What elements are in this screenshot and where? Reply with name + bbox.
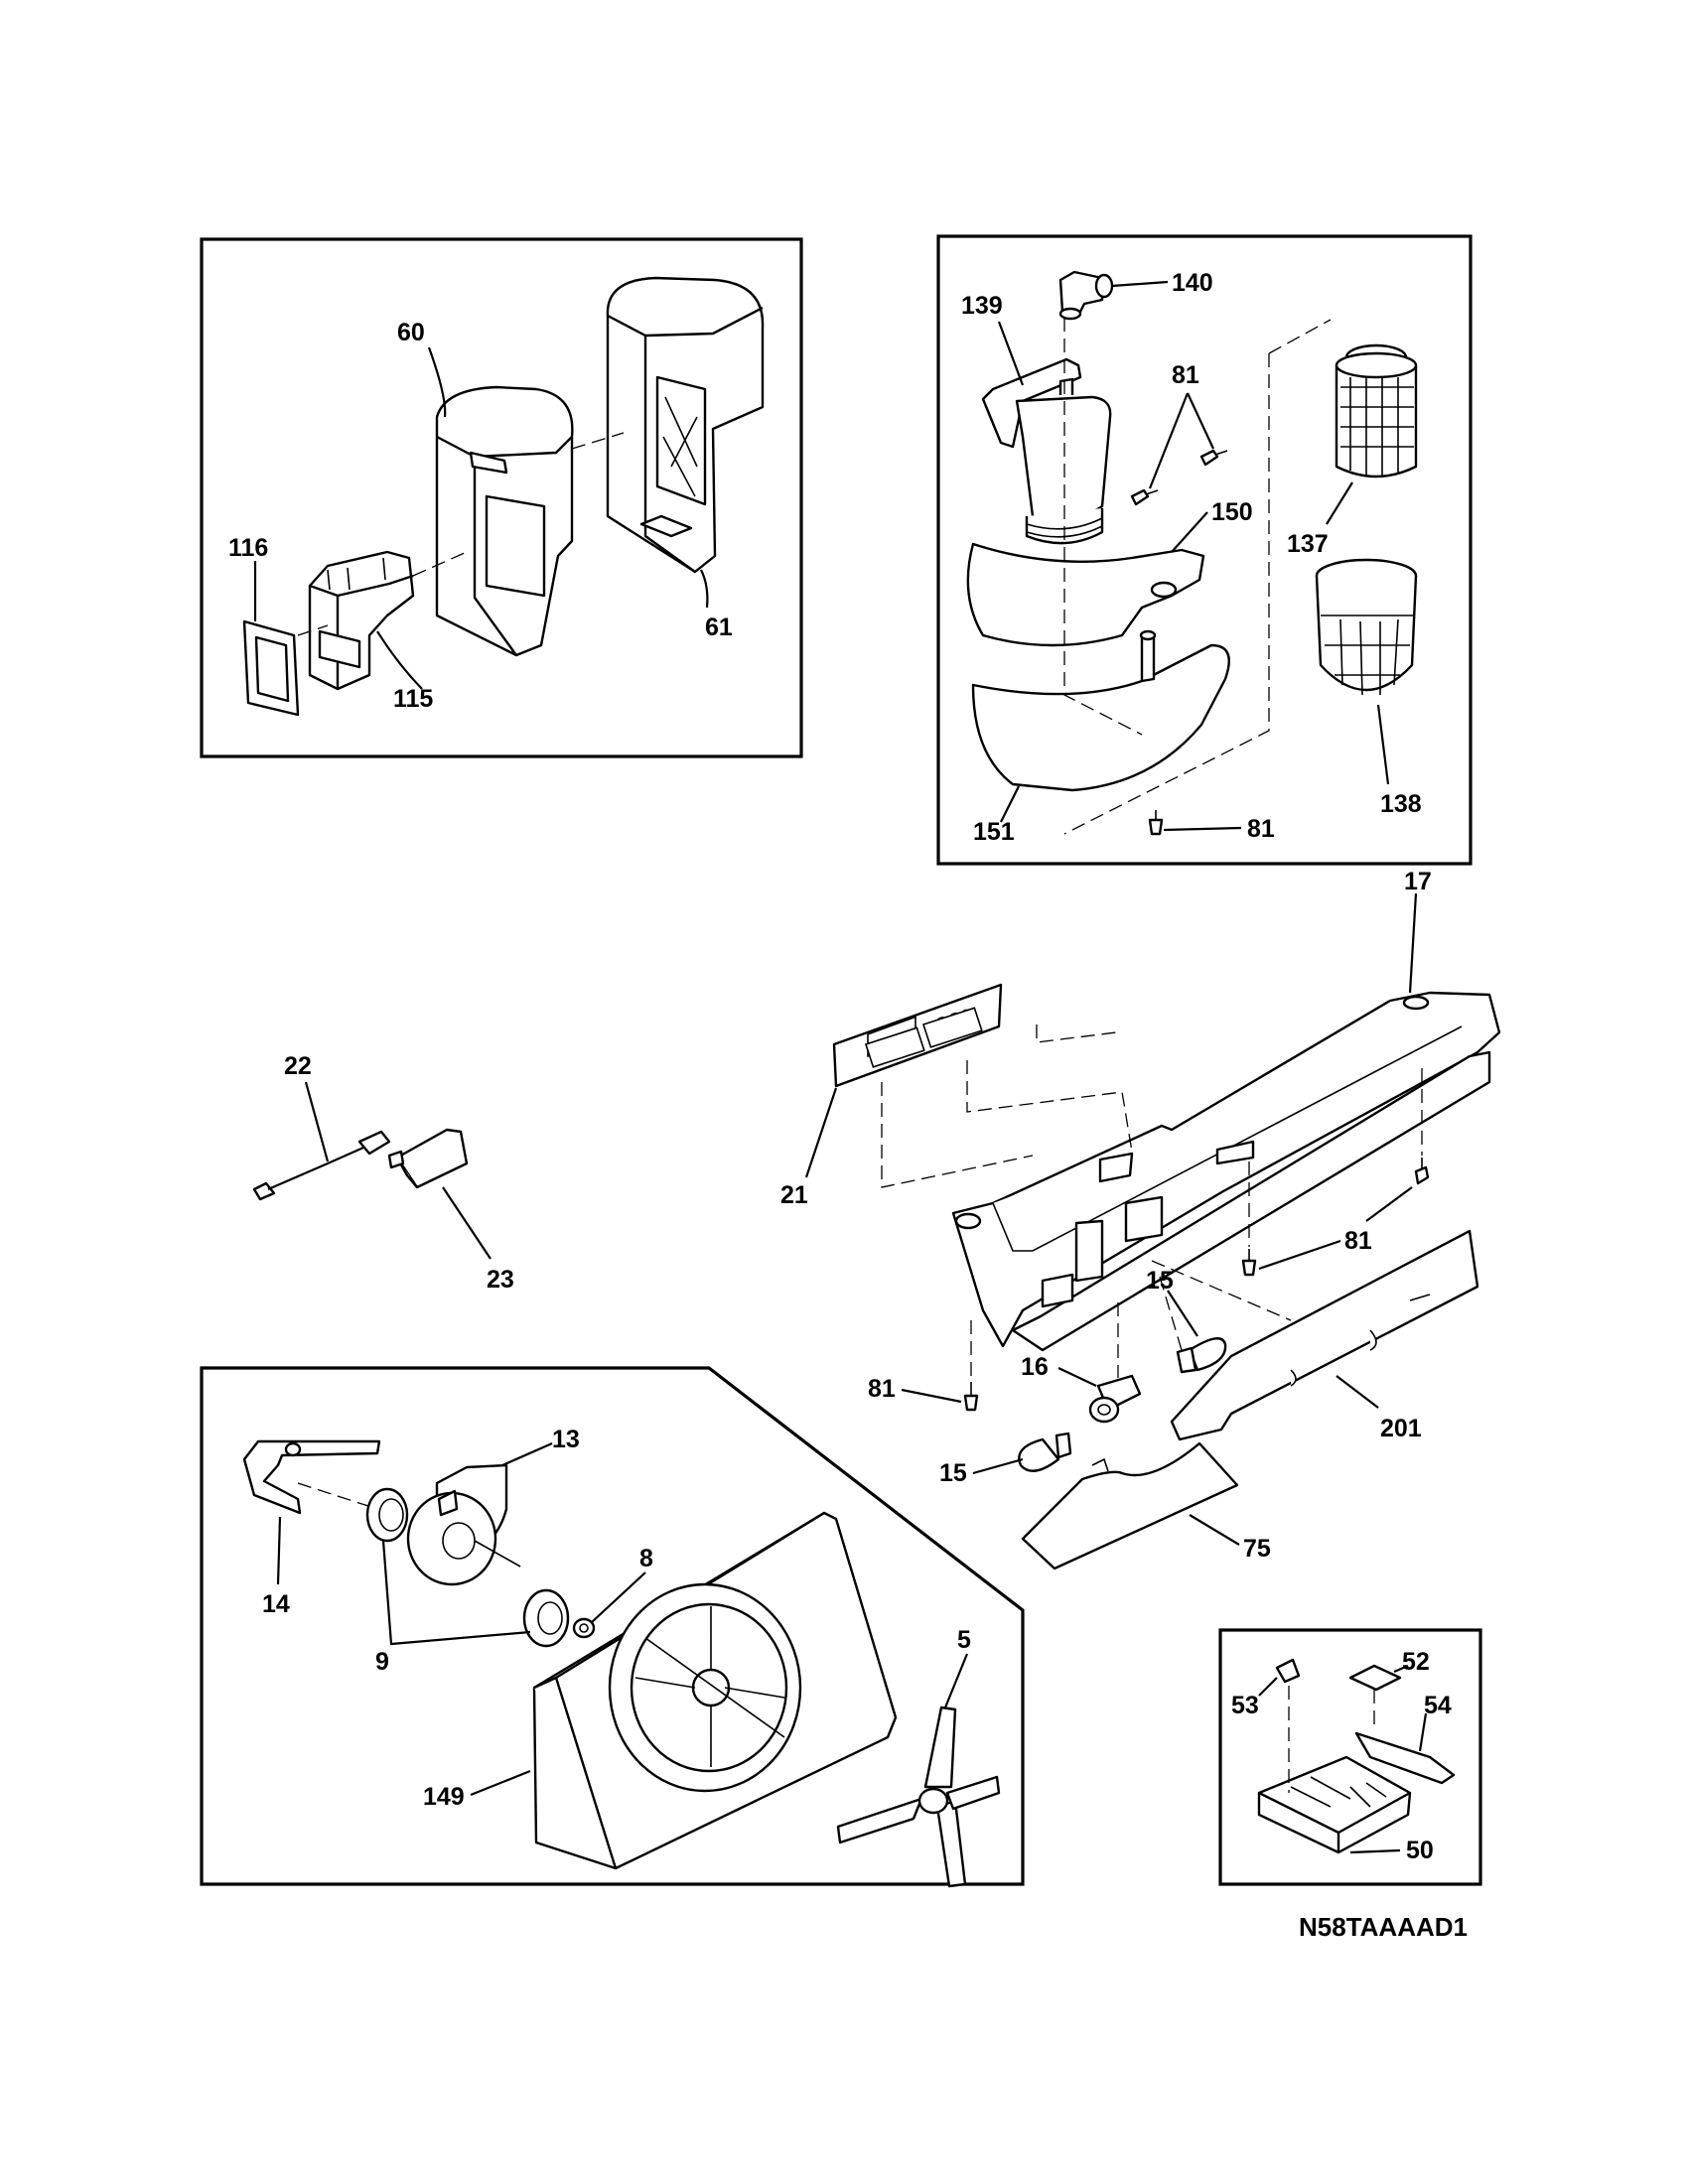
panel-dispenser-board: 53 52 54 50 bbox=[1218, 1628, 1482, 1886]
part-150-cover bbox=[966, 542, 1205, 647]
part-5-fan-blade bbox=[836, 1706, 1001, 1888]
part-81-screw-mid bbox=[1241, 1249, 1257, 1277]
label-8: 8 bbox=[639, 1545, 653, 1572]
panel-fan-assembly: 14 9 13 8 bbox=[200, 1366, 1025, 1888]
part-17-housing bbox=[951, 991, 1501, 1352]
part-13-fan-motor bbox=[406, 1463, 521, 1586]
part-14-bracket bbox=[242, 1439, 381, 1515]
thermistor-assembly: 22 23 bbox=[252, 1052, 514, 1294]
label-81-right: 81 bbox=[1344, 1227, 1372, 1255]
label-61: 61 bbox=[705, 614, 733, 641]
label-151: 151 bbox=[973, 818, 1015, 846]
label-201: 201 bbox=[1380, 1415, 1422, 1442]
part-53-clip bbox=[1275, 1658, 1301, 1684]
part-15-bulb-upper bbox=[1176, 1337, 1227, 1374]
control-housing-assembly: 17 -88° -88° 21 81 bbox=[780, 868, 1501, 1570]
label-53: 53 bbox=[1231, 1692, 1259, 1719]
label-5: 5 bbox=[957, 1626, 971, 1654]
part-60-duct-cover bbox=[435, 385, 574, 657]
label-149: 149 bbox=[423, 1783, 465, 1811]
part-81-screw-right bbox=[1414, 1158, 1430, 1185]
part-54-rail bbox=[1354, 1731, 1456, 1785]
label-15-lower: 15 bbox=[939, 1459, 967, 1487]
label-138: 138 bbox=[1380, 790, 1422, 818]
label-16: 16 bbox=[1021, 1353, 1049, 1381]
label-81-left: 81 bbox=[868, 1375, 896, 1403]
label-21: 21 bbox=[780, 1181, 808, 1209]
label-139: 139 bbox=[961, 292, 1003, 320]
part-50-tray bbox=[1257, 1755, 1412, 1854]
label-23: 23 bbox=[487, 1266, 514, 1294]
label-81-top: 81 bbox=[1172, 361, 1199, 389]
label-52: 52 bbox=[1402, 1648, 1430, 1676]
label-22: 22 bbox=[284, 1052, 312, 1080]
label-81-bottom: 81 bbox=[1247, 815, 1275, 843]
label-13: 13 bbox=[552, 1426, 580, 1453]
part-137-filter-cartridge bbox=[1335, 343, 1418, 478]
label-75: 75 bbox=[1243, 1535, 1271, 1563]
label-9: 9 bbox=[375, 1648, 389, 1676]
part-139-filter-head bbox=[981, 357, 1112, 545]
label-140: 140 bbox=[1172, 269, 1213, 297]
label-14: 14 bbox=[262, 1590, 290, 1618]
panel-water-filter: 140 139 81 150 151 bbox=[936, 234, 1473, 866]
part-115-damper bbox=[308, 550, 415, 691]
part-16-socket bbox=[1088, 1374, 1142, 1424]
panel-water-filter-frame bbox=[936, 234, 1473, 866]
part-140-elbow bbox=[1058, 270, 1114, 321]
part-151-cover bbox=[971, 629, 1230, 792]
part-23-cover bbox=[387, 1128, 469, 1189]
part-8-clip bbox=[572, 1617, 596, 1639]
panel-fan-frame bbox=[200, 1366, 1025, 1886]
part-61-duct-housing bbox=[606, 276, 765, 574]
part-138-filter-housing bbox=[1315, 558, 1418, 696]
part-9-mount-right bbox=[522, 1588, 570, 1648]
label-50: 50 bbox=[1406, 1837, 1434, 1864]
part-201-overlay bbox=[1170, 1229, 1479, 1441]
part-9-mount-left bbox=[365, 1487, 409, 1543]
label-54: 54 bbox=[1424, 1692, 1452, 1719]
label-17: 17 bbox=[1404, 868, 1432, 895]
part-149-fan-shroud bbox=[532, 1511, 898, 1870]
part-21-display-board: -88° -88° bbox=[832, 983, 1003, 1088]
label-15-upper: 15 bbox=[1146, 1267, 1174, 1295]
label-116: 116 bbox=[228, 534, 268, 562]
label-60: 60 bbox=[397, 319, 425, 346]
part-22-thermistor bbox=[252, 1130, 391, 1201]
panel-dispenser-board-frame bbox=[1218, 1628, 1482, 1886]
diagram-code: N58TAAAAD1 bbox=[1299, 1912, 1468, 1942]
label-137: 137 bbox=[1287, 530, 1329, 558]
part-81-screw-left bbox=[963, 1382, 979, 1412]
part-52-bracket bbox=[1348, 1664, 1402, 1692]
label-115: 115 bbox=[393, 685, 433, 713]
panel-air-duct-frame bbox=[200, 237, 803, 758]
part-15-bulb-lower bbox=[1018, 1432, 1072, 1472]
part-116-gasket bbox=[242, 619, 300, 717]
panel-air-duct: 60 61 116 115 bbox=[200, 237, 803, 758]
part-75-cover bbox=[1021, 1441, 1239, 1570]
label-150: 150 bbox=[1211, 498, 1253, 526]
